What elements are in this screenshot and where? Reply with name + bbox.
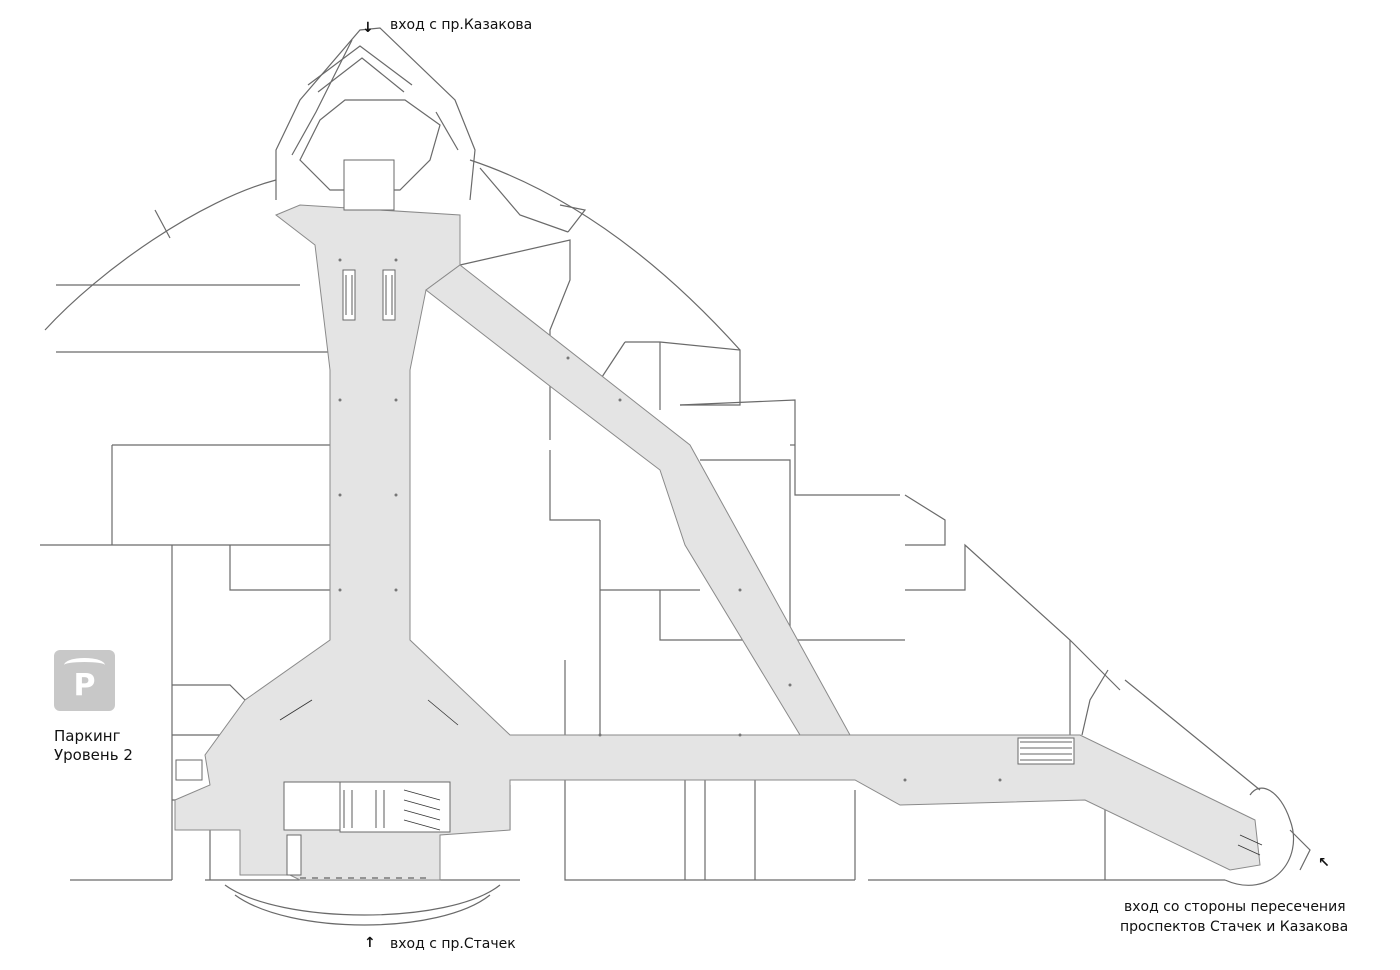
south-entrance-arrow-icon: ↑ xyxy=(364,935,376,951)
south-entrance-arc xyxy=(224,884,501,916)
east-entrance-label-1[interactable]: вход со стороны пересечения xyxy=(1124,899,1346,915)
diagonal-corridor xyxy=(425,264,851,736)
north-entrance-walls xyxy=(275,27,476,201)
north-entrance-arrow-icon: ↓ xyxy=(362,20,374,36)
parking-roof-icon xyxy=(64,658,105,672)
south-entrance-label[interactable]: вход с пр.Стачек xyxy=(390,936,516,952)
outer-arc xyxy=(44,179,277,331)
north-hall xyxy=(174,204,1261,881)
parking-label-line1: Паркинг xyxy=(54,727,121,745)
parking-icon[interactable]: P xyxy=(54,650,115,711)
east-rotunda xyxy=(1224,787,1295,886)
parking-label-line2: Уровень 2 xyxy=(54,746,133,764)
east-entrance-arrow-icon: ↖ xyxy=(1318,855,1330,871)
east-entrance-label-2[interactable]: проспектов Стачек и Казакова xyxy=(1120,919,1349,935)
parking-label[interactable]: Паркинг Уровень 2 xyxy=(54,727,133,765)
escalators xyxy=(279,275,1263,856)
parking-glyph: P xyxy=(73,668,96,703)
north-entrance-label[interactable]: вход с пр.Казакова xyxy=(390,17,533,33)
north-atrium xyxy=(299,99,441,191)
